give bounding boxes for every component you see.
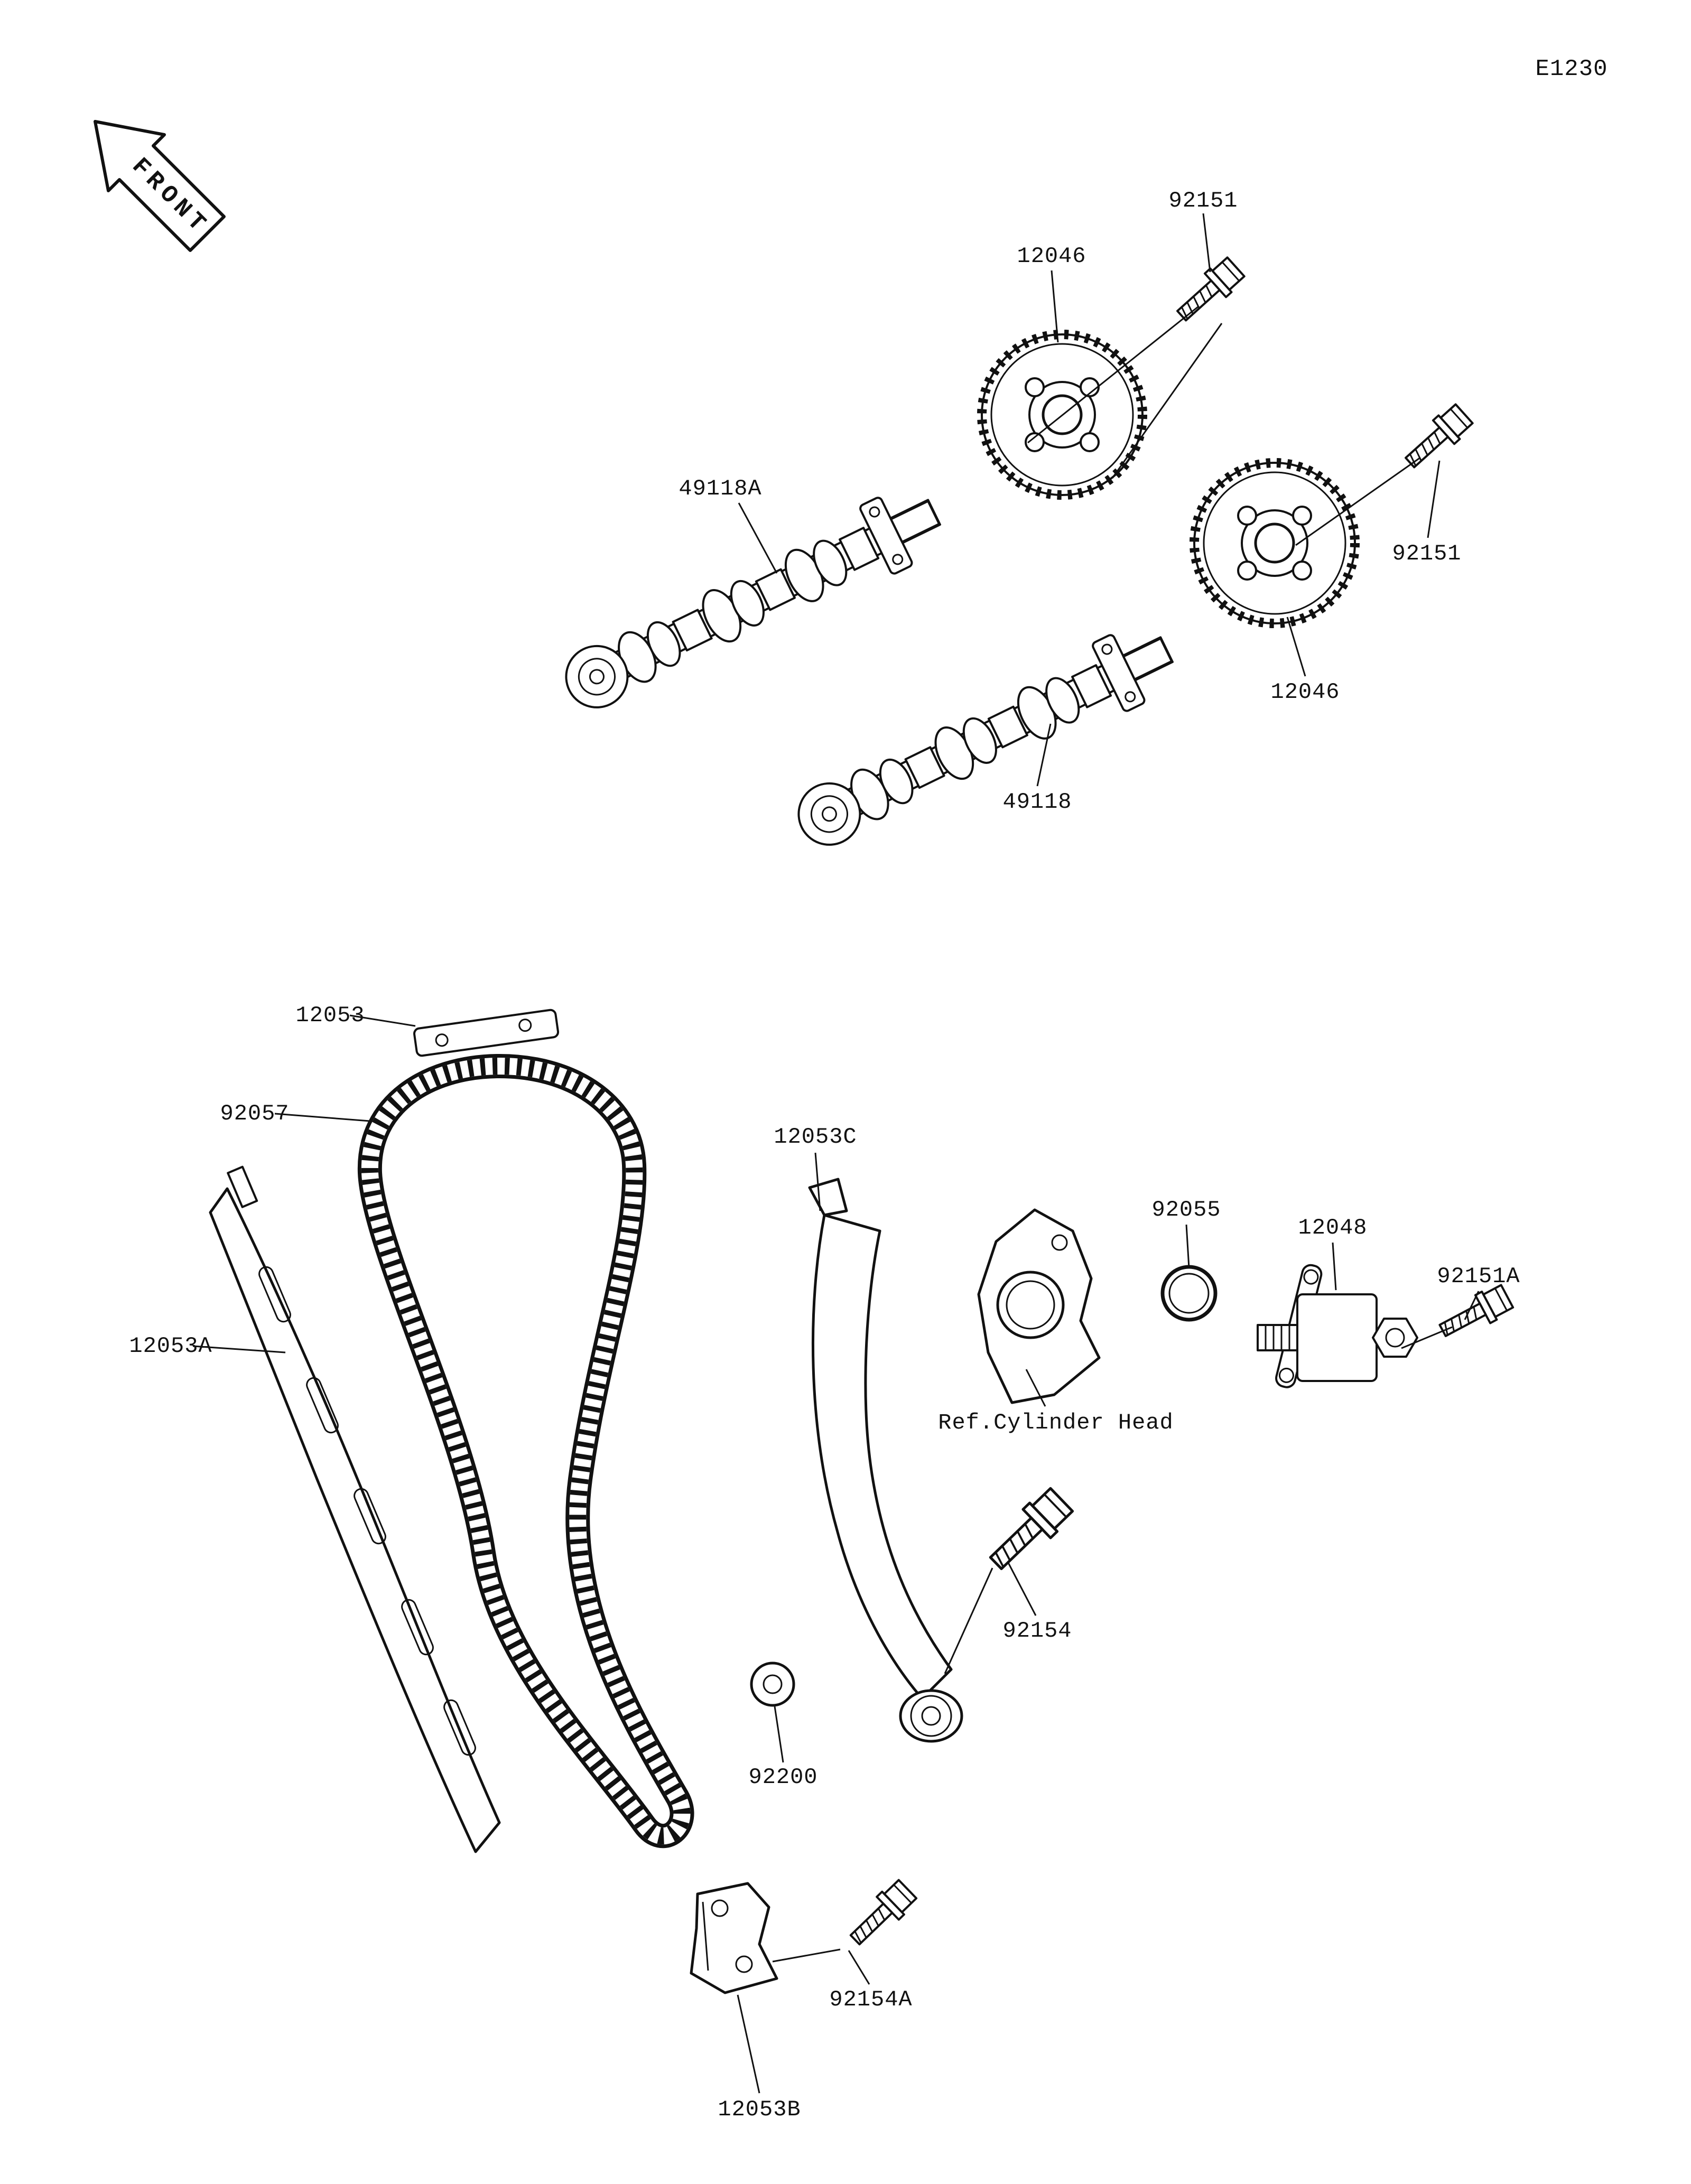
part-label-ref-cylinder-head: Ref.Cylinder Head [938,1410,1174,1435]
washer-92200-icon [750,1662,795,1707]
part-label-12046-top: 12046 [1017,244,1086,269]
oring-92055-icon [1160,1265,1218,1322]
chain-tensioner-guide-12053c [808,1178,963,1743]
part-label-12053a: 12053A [129,1333,212,1359]
part-label-49118a: 49118A [679,476,762,501]
camshaft-49118a [553,478,951,724]
part-label-92154a: 92154A [829,1987,913,2012]
chain-guide-12053 [413,1009,560,1057]
part-label-12053: 12053 [295,1003,365,1028]
bracket-12053b [690,1882,778,1994]
bolt-92154-icon [982,1486,1075,1578]
part-label-12053b: 12053B [718,2097,801,2122]
part-label-49118: 49118 [1002,789,1072,815]
part-label-92200: 92200 [748,1765,818,1790]
chain-guide-12053a [209,1165,501,1853]
page-code: E1230 [1535,56,1608,82]
part-label-92151-right: 92151 [1392,541,1462,566]
part-label-92151a: 92151A [1437,1264,1520,1289]
part-label-92151-top: 92151 [1168,188,1238,213]
bolt-92154a-icon [843,1877,920,1953]
cylinder-head-bracket [977,1208,1101,1404]
part-label-92154: 92154 [1002,1618,1072,1644]
part-label-92057: 92057 [220,1101,290,1126]
leader-lines [192,213,1480,2094]
bolt-92151a-icon [1435,1282,1515,1345]
part-label-12048: 12048 [1298,1215,1368,1240]
front-arrow: FRONT [94,120,226,252]
part-label-12046-bottom: 12046 [1270,679,1340,705]
cam-sprocket-12046-bottom [1194,463,1355,623]
part-label-12053c: 12053C [774,1124,857,1150]
camshaft-49118 [785,615,1183,862]
part-label-92055: 92055 [1151,1197,1221,1222]
chain-tensioner-12048 [1257,1264,1418,1388]
